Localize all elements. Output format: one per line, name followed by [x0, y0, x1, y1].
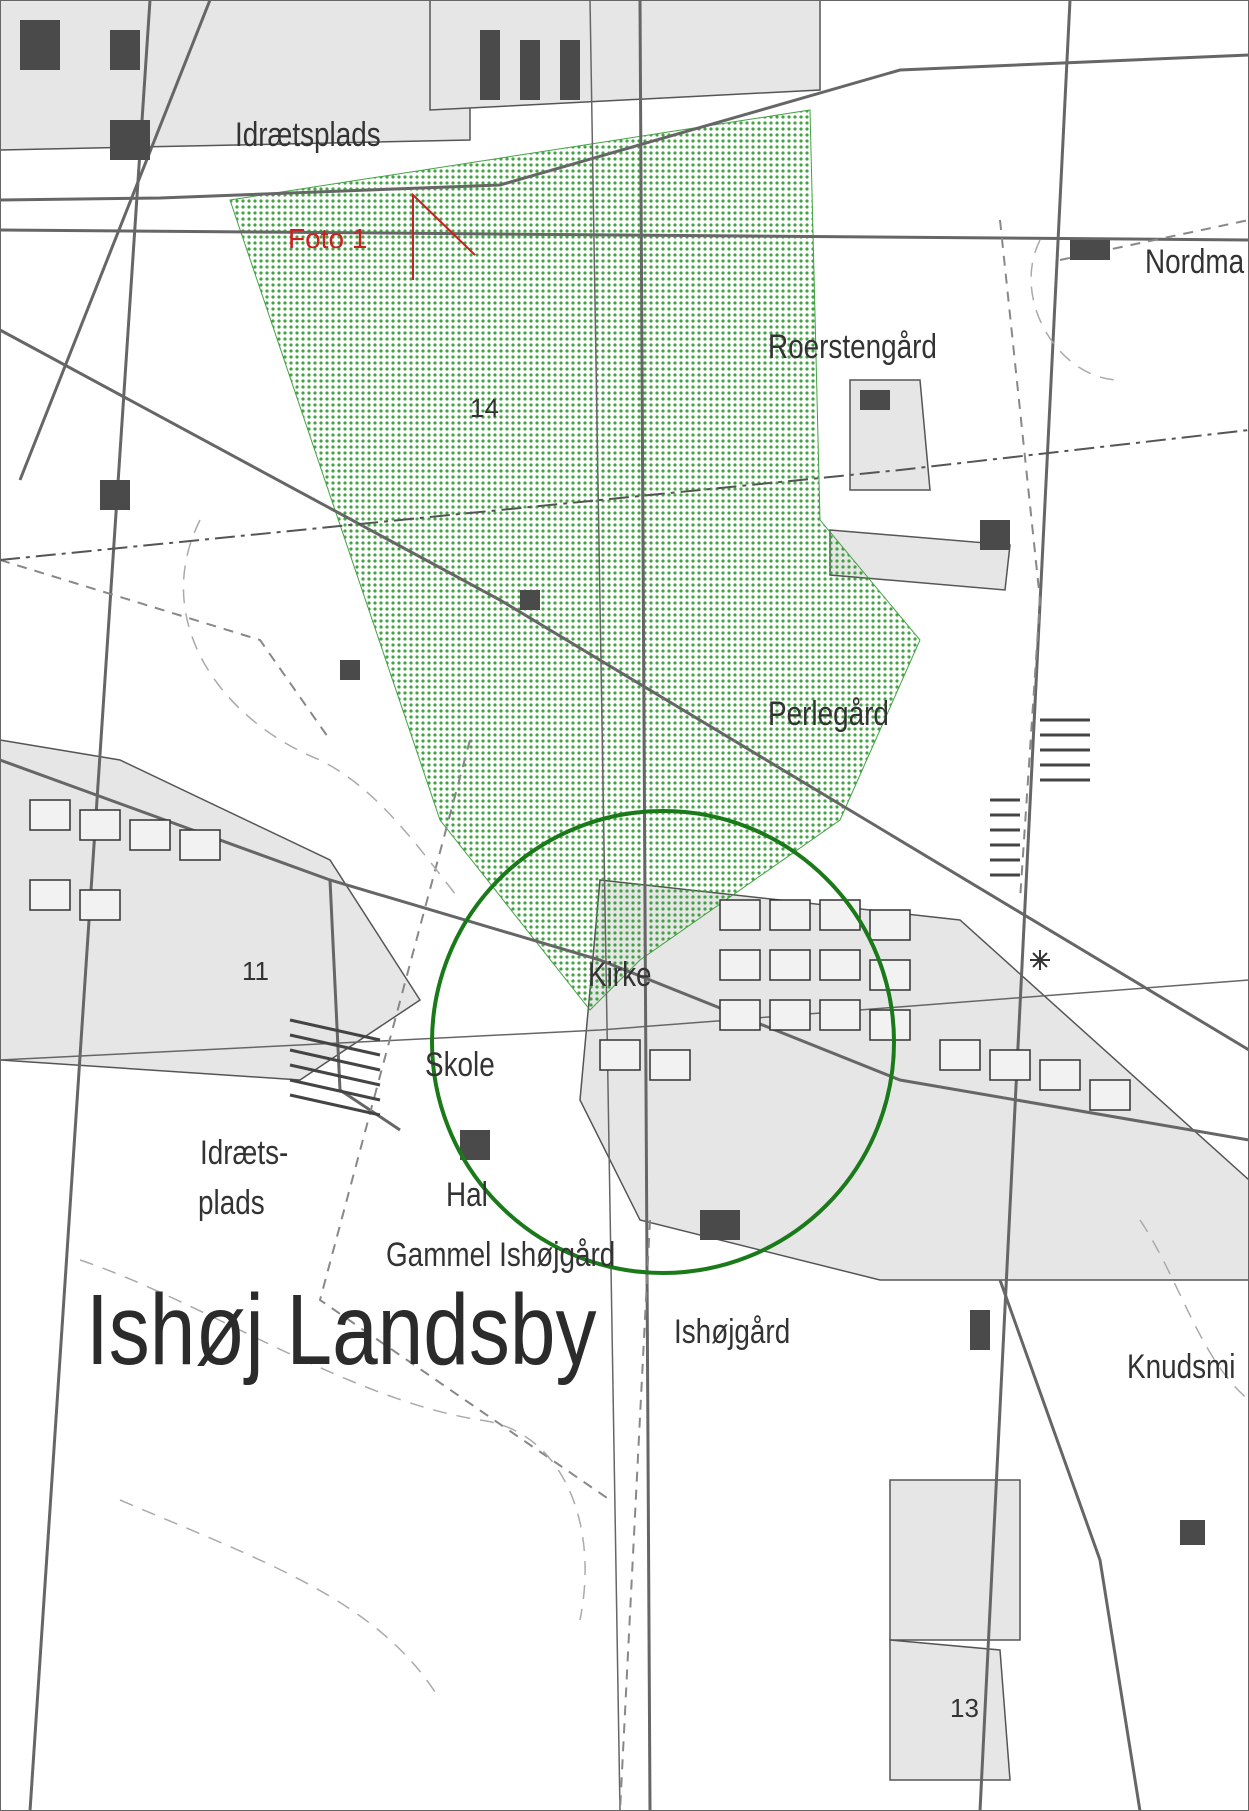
label-plads: plads	[198, 1184, 265, 1222]
label-nordmark: Nordma	[1145, 243, 1245, 281]
star-symbol	[1030, 950, 1050, 970]
map-title: Ishøj Landsby	[86, 1274, 597, 1386]
label-hal: Hal	[446, 1176, 488, 1214]
buildings	[20, 20, 1205, 1545]
contours	[79, 239, 1249, 1701]
label-kirke: Kirke	[588, 956, 652, 994]
paths	[0, 219, 1249, 1811]
label-idraetsplads-north: Idrætsplads	[235, 116, 381, 154]
village-blocks	[29, 799, 1131, 1111]
label-roerstengard: Roerstengård	[768, 328, 937, 366]
label-gammel-ishojgard: Gammel Ishøjgård	[386, 1236, 616, 1274]
label-14: 14	[470, 393, 499, 423]
coverage-area	[229, 109, 921, 1011]
label-idraets: Idræts-	[200, 1134, 289, 1172]
photo-marker-lines	[412, 192, 476, 280]
boundary-line	[0, 429, 1249, 561]
label-13: 13	[950, 1693, 979, 1723]
label-ishojgard: Ishøjgård	[674, 1313, 791, 1351]
hatched-blocks	[289, 718, 1090, 1117]
label-skole: Skole	[425, 1046, 495, 1084]
focus-circle	[430, 809, 896, 1275]
label-perlegard: Perlegård	[768, 695, 889, 733]
label-11: 11	[242, 956, 269, 986]
label-knudsmi: Knudsmi	[1127, 1348, 1236, 1386]
photo-marker-label: Foto 1	[288, 223, 368, 254]
